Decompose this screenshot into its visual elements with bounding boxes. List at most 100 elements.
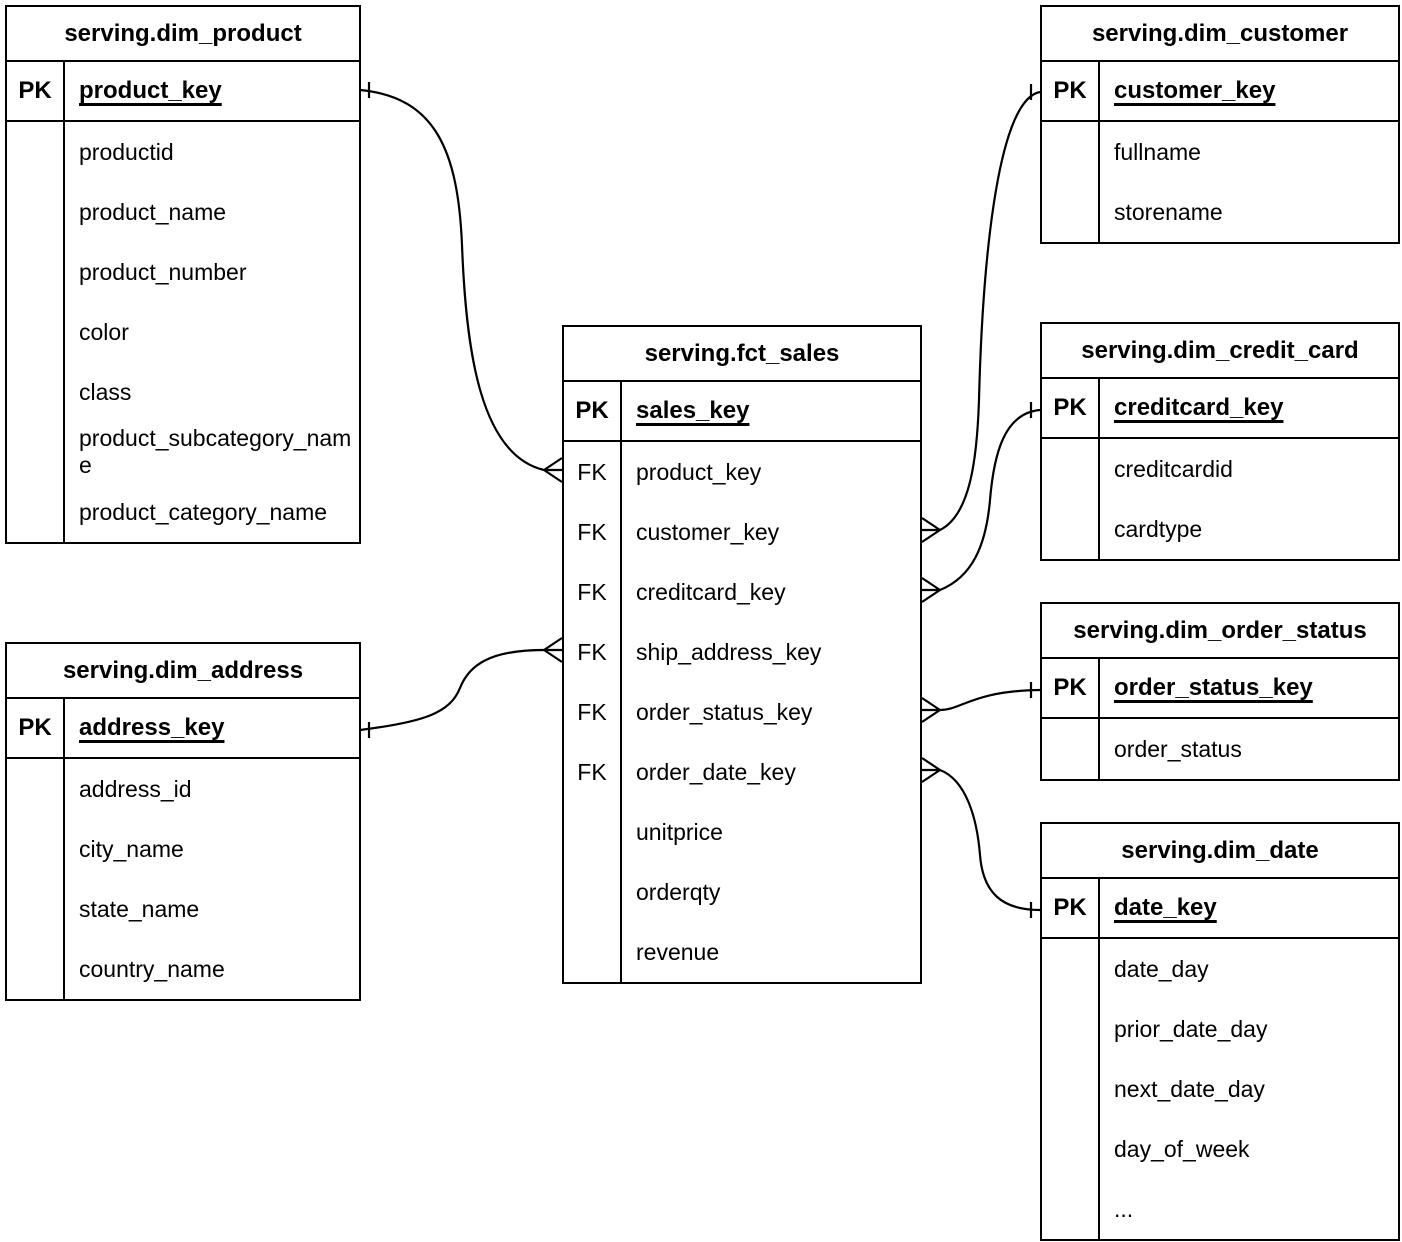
fk-label xyxy=(7,302,65,362)
fk-label xyxy=(7,819,65,879)
field-row: product_number xyxy=(7,242,359,302)
table-title: serving.dim_credit_card xyxy=(1042,324,1398,379)
field-name: day_of_week xyxy=(1114,1135,1250,1162)
field-name: product_category_name xyxy=(79,498,328,525)
fk-label xyxy=(564,802,622,862)
fk-label xyxy=(1042,182,1100,242)
field-name: ship_address_key xyxy=(636,638,822,665)
fk-label xyxy=(1042,719,1100,779)
pk-label: PK xyxy=(1042,659,1100,717)
fk-label: FK xyxy=(564,562,622,622)
field-name: revenue xyxy=(636,938,720,965)
pk-field-name: sales_key xyxy=(636,397,750,424)
field-row: address_id xyxy=(7,759,359,819)
fk-label xyxy=(7,939,65,999)
fk-label xyxy=(1042,1179,1100,1239)
connector-fct-sales-ship-address-key-to-dim-address xyxy=(359,637,563,738)
fk-label: FK xyxy=(564,622,622,682)
field-row: storename xyxy=(1042,182,1398,242)
pk-field-name: creditcard_key xyxy=(1114,394,1284,421)
field-name: fullname xyxy=(1114,138,1201,165)
field-row: orderqty xyxy=(564,862,920,922)
field-row: FK ship_address_key xyxy=(564,622,920,682)
entity-dim-customer[interactable]: serving.dim_customer PK customer_key ful… xyxy=(1040,5,1400,244)
field-row: unitprice xyxy=(564,802,920,862)
pk-label: PK xyxy=(1042,379,1100,437)
fk-label xyxy=(1042,499,1100,559)
fk-label xyxy=(1042,1119,1100,1179)
fk-label: FK xyxy=(564,442,622,502)
primary-key-row: PK order_status_key xyxy=(1042,659,1398,719)
primary-key-row: PK date_key xyxy=(1042,879,1398,939)
table-title: serving.fct_sales xyxy=(564,327,920,382)
field-name: creditcardid xyxy=(1114,455,1233,482)
connector-fct-sales-product-key-to-dim-product xyxy=(359,82,563,483)
field-name: order_status xyxy=(1114,735,1242,762)
field-name: address_id xyxy=(79,775,192,802)
field-name: creditcard_key xyxy=(636,578,786,605)
field-row: product_name xyxy=(7,182,359,242)
field-row: product_category_name xyxy=(7,482,359,542)
primary-key-row: PK product_key xyxy=(7,62,359,122)
field-name: date_day xyxy=(1114,955,1209,982)
fk-label xyxy=(1042,1059,1100,1119)
table-title: serving.dim_order_status xyxy=(1042,604,1398,659)
field-name: productid xyxy=(79,138,174,165)
field-name: class xyxy=(79,378,132,405)
fk-label xyxy=(7,759,65,819)
fk-label xyxy=(7,122,65,182)
fk-label xyxy=(7,482,65,542)
primary-key-row: PK address_key xyxy=(7,699,359,759)
field-row: creditcardid xyxy=(1042,439,1398,499)
crowsfoot-many-marker xyxy=(543,637,563,663)
entity-dim-product[interactable]: serving.dim_product PK product_key produ… xyxy=(5,5,361,544)
pk-field-name: customer_key xyxy=(1114,77,1276,104)
field-row: fullname xyxy=(1042,122,1398,182)
table-fields: creditcardid cardtype xyxy=(1042,439,1398,559)
entity-dim-address[interactable]: serving.dim_address PK address_key addre… xyxy=(5,642,361,1001)
entity-dim-order-status[interactable]: serving.dim_order_status PK order_status… xyxy=(1040,602,1400,781)
field-row: next_date_day xyxy=(1042,1059,1398,1119)
field-name: cardtype xyxy=(1114,515,1203,542)
table-fields: order_status xyxy=(1042,719,1398,779)
fk-label xyxy=(1042,939,1100,999)
field-name: prior_date_day xyxy=(1114,1015,1268,1042)
field-name: state_name xyxy=(79,895,200,922)
field-row: cardtype xyxy=(1042,499,1398,559)
field-name: city_name xyxy=(79,835,184,862)
table-fields: fullname storename xyxy=(1042,122,1398,242)
fk-label xyxy=(564,862,622,922)
fk-label xyxy=(7,242,65,302)
pk-field-name: product_key xyxy=(79,77,222,104)
field-row: product_subcategory_name xyxy=(7,422,359,482)
field-row: order_status xyxy=(1042,719,1398,779)
field-name: next_date_day xyxy=(1114,1075,1265,1102)
fk-label xyxy=(7,879,65,939)
connector-fct-sales-order-status-key-to-dim-order-status xyxy=(921,682,1041,723)
entity-dim-credit-card[interactable]: serving.dim_credit_card PK creditcard_ke… xyxy=(1040,322,1400,561)
field-name: product_subcategory_name xyxy=(79,425,352,478)
table-title: serving.dim_date xyxy=(1042,824,1398,879)
field-name: ... xyxy=(1114,1195,1134,1222)
fk-label xyxy=(564,922,622,982)
field-row: date_day xyxy=(1042,939,1398,999)
field-row: city_name xyxy=(7,819,359,879)
pk-label: PK xyxy=(1042,62,1100,120)
pk-label: PK xyxy=(7,62,65,120)
table-title: serving.dim_address xyxy=(7,644,359,699)
crowsfoot-many-marker xyxy=(921,697,941,723)
fk-label xyxy=(1042,439,1100,499)
pk-label: PK xyxy=(564,382,622,440)
fk-label xyxy=(1042,999,1100,1059)
field-name: orderqty xyxy=(636,878,721,905)
field-name: order_date_key xyxy=(636,758,796,785)
pk-field-name: date_key xyxy=(1114,894,1217,921)
